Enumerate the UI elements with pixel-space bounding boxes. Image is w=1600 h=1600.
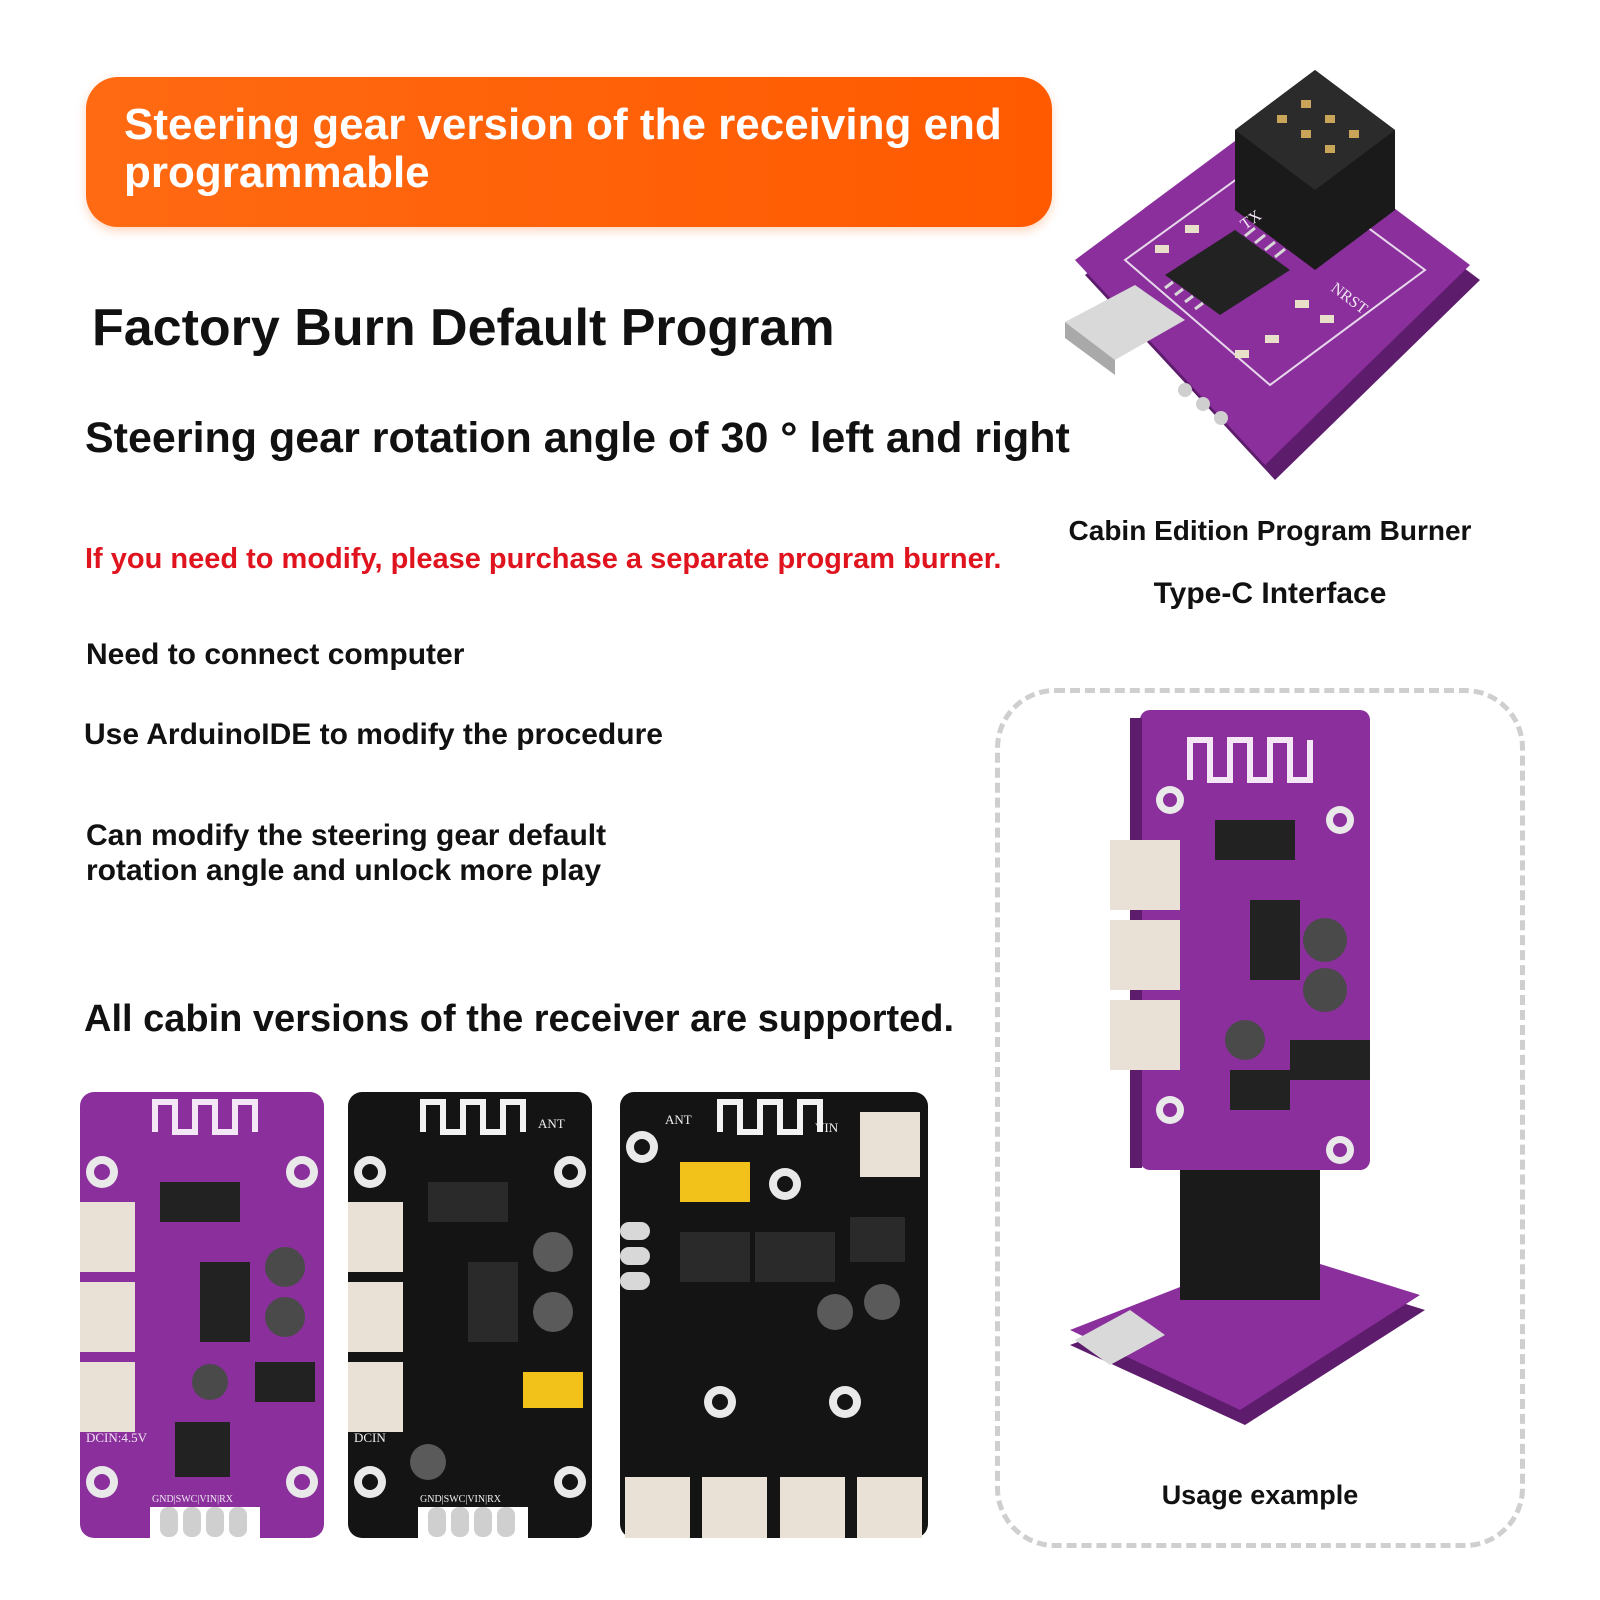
purple-pins-label: GND|SWC|VIN|RX xyxy=(152,1494,234,1505)
cabin-support-heading: All cabin versions of the receiver are s… xyxy=(84,998,955,1040)
quad-output-board: ANT VIN xyxy=(620,1092,928,1538)
burner-board-image: NRST TX xyxy=(1065,70,1480,480)
quad-vin-label: VIN xyxy=(815,1120,839,1135)
modify-note-line1: Can modify the steering gear default xyxy=(86,819,607,852)
usage-caption: Usage example xyxy=(1161,1480,1359,1510)
black-ant-label: ANT xyxy=(538,1116,565,1131)
black-receiver-board: ANT DCIN GND|SWC|VIN|RX xyxy=(348,1092,592,1538)
ide-note: Use ArduinoIDE to modify the procedure xyxy=(84,718,663,751)
interface-caption: Type-C Interface xyxy=(1153,577,1387,610)
quad-ant-label: ANT xyxy=(665,1112,692,1127)
purple-receiver-board: DCIN:4.5V GND|SWC|VIN|RX xyxy=(80,1092,324,1538)
purple-dcin-label: DCIN:4.5V xyxy=(86,1430,148,1445)
usage-example-frame xyxy=(995,688,1525,1548)
black-dcin-label: DCIN xyxy=(354,1430,386,1445)
banner-title: Steering gear version of the receiving e… xyxy=(124,101,1022,197)
usage-example-image xyxy=(1070,710,1425,1425)
modify-note-line2: rotation angle and unlock more play xyxy=(86,854,602,887)
banner-title-line1: Steering gear version of the receiving e… xyxy=(124,100,1002,149)
black-pins-label: GND|SWC|VIN|RX xyxy=(420,1494,502,1505)
burner-caption: Cabin Edition Program Burner xyxy=(1068,515,1472,546)
factory-heading: Factory Burn Default Program xyxy=(92,299,835,357)
rotation-heading: Steering gear rotation angle of 30 ° lef… xyxy=(85,414,1070,462)
connect-note: Need to connect computer xyxy=(86,638,465,671)
modify-note: Can modify the steering gear default rot… xyxy=(86,818,726,888)
modify-warning: If you need to modify, please purchase a… xyxy=(85,543,1002,575)
title-banner: Steering gear version of the receiving e… xyxy=(86,77,1052,227)
banner-title-line2: programmable xyxy=(124,148,430,197)
